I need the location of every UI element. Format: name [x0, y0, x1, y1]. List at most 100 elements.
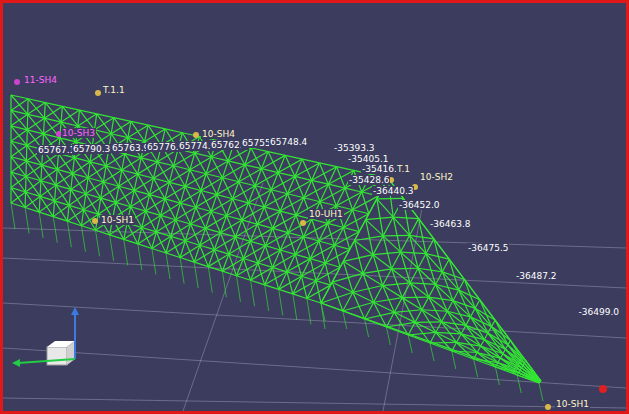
truss-member: [477, 346, 481, 352]
truss-member: [539, 381, 541, 383]
truss-member: [401, 252, 426, 254]
truss-member: [39, 212, 53, 217]
truss-member: [124, 239, 138, 244]
truss-member: [61, 110, 79, 122]
truss-member: [11, 110, 27, 129]
truss-member: [110, 235, 124, 240]
truss-member: [302, 276, 317, 280]
truss-member: [447, 301, 453, 312]
truss-member: [430, 343, 452, 351]
truss-member: [374, 298, 403, 303]
truss-member: [25, 208, 29, 234]
truss-member: [426, 239, 434, 254]
truss-member: [363, 255, 373, 274]
truss-member: [194, 250, 214, 262]
truss-member: [255, 186, 271, 190]
truss-member: [78, 110, 80, 126]
truss-member: [39, 181, 41, 197]
truss-member: [11, 188, 25, 208]
truss-member: [27, 114, 29, 130]
truss-member: [262, 155, 286, 168]
truss-member: [235, 237, 250, 241]
truss-member: [436, 332, 457, 342]
truss-member: [95, 118, 114, 130]
truss-member: [26, 130, 28, 146]
truss-member: [119, 174, 138, 186]
truss-member: [262, 169, 279, 173]
truss-member: [321, 303, 325, 321]
truss-member: [211, 212, 226, 216]
truss-member: [452, 351, 474, 359]
truss-member: [285, 155, 302, 159]
truss-member: [386, 322, 415, 327]
truss-member: [250, 241, 265, 245]
truss-member: [56, 169, 57, 185]
truss-member: [236, 276, 240, 302]
truss-member: [10, 188, 11, 203]
truss-member: [119, 170, 122, 186]
truss-member: [25, 161, 27, 177]
truss-member: [138, 244, 142, 270]
member-tag: T.1.1: [102, 85, 126, 95]
truss-member: [39, 201, 54, 212]
truss-member: [111, 118, 114, 134]
truss-member: [353, 273, 363, 292]
truss-member: [57, 158, 74, 170]
truss-member: [265, 246, 280, 250]
truss-member: [10, 141, 11, 156]
truss-member: [200, 233, 221, 246]
truss-member: [386, 312, 394, 327]
truss-member: [26, 161, 41, 181]
truss-member: [383, 235, 409, 237]
truss-member: [307, 298, 311, 324]
truss-member: [11, 130, 27, 141]
truss-member: [312, 219, 328, 223]
value-label: -35405.1: [347, 154, 389, 164]
truss-member: [251, 148, 268, 152]
truss-member: [211, 157, 228, 161]
truss-member: [498, 358, 501, 362]
truss-member: [28, 103, 46, 115]
truss-member: [103, 170, 121, 182]
truss-member: [410, 268, 418, 283]
truss-member: [410, 235, 434, 239]
truss-member: [205, 228, 220, 232]
truss-member: [278, 159, 302, 172]
truss-member: [128, 121, 131, 137]
truss-member: [383, 269, 392, 286]
truss-member: [429, 297, 448, 311]
truss-member: [10, 95, 11, 110]
truss-member: [436, 322, 442, 333]
truss-member: [128, 125, 148, 137]
truss-member: [422, 310, 447, 312]
truss-member: [401, 252, 411, 283]
truss-member: [81, 226, 85, 252]
truss-member: [287, 272, 302, 276]
truss-member: [11, 141, 26, 161]
truss-member: [201, 191, 217, 195]
truss-member: [492, 320, 496, 326]
truss-member: [211, 199, 232, 212]
value-label: -36475.5: [467, 243, 509, 253]
truss-member: [10, 157, 11, 172]
value-label: 10-UH1: [308, 209, 344, 219]
value-label: -36452.0: [398, 200, 440, 210]
truss-member: [251, 280, 265, 285]
truss-member: [242, 207, 264, 220]
truss-member: [67, 210, 83, 221]
value-label: 10-SH3: [61, 128, 96, 138]
truss-member: [28, 99, 44, 118]
truss-member: [10, 126, 11, 141]
truss-member: [194, 262, 198, 288]
truss-member: [503, 349, 506, 353]
truss-member: [208, 267, 212, 293]
truss-member: [415, 321, 441, 323]
truss-member: [366, 199, 377, 220]
truss-member: [258, 263, 273, 267]
truss-member: [321, 303, 541, 381]
truss-member: [353, 210, 369, 214]
truss-member: [265, 285, 269, 311]
truss-member: [383, 217, 393, 236]
truss-member: [410, 283, 435, 285]
